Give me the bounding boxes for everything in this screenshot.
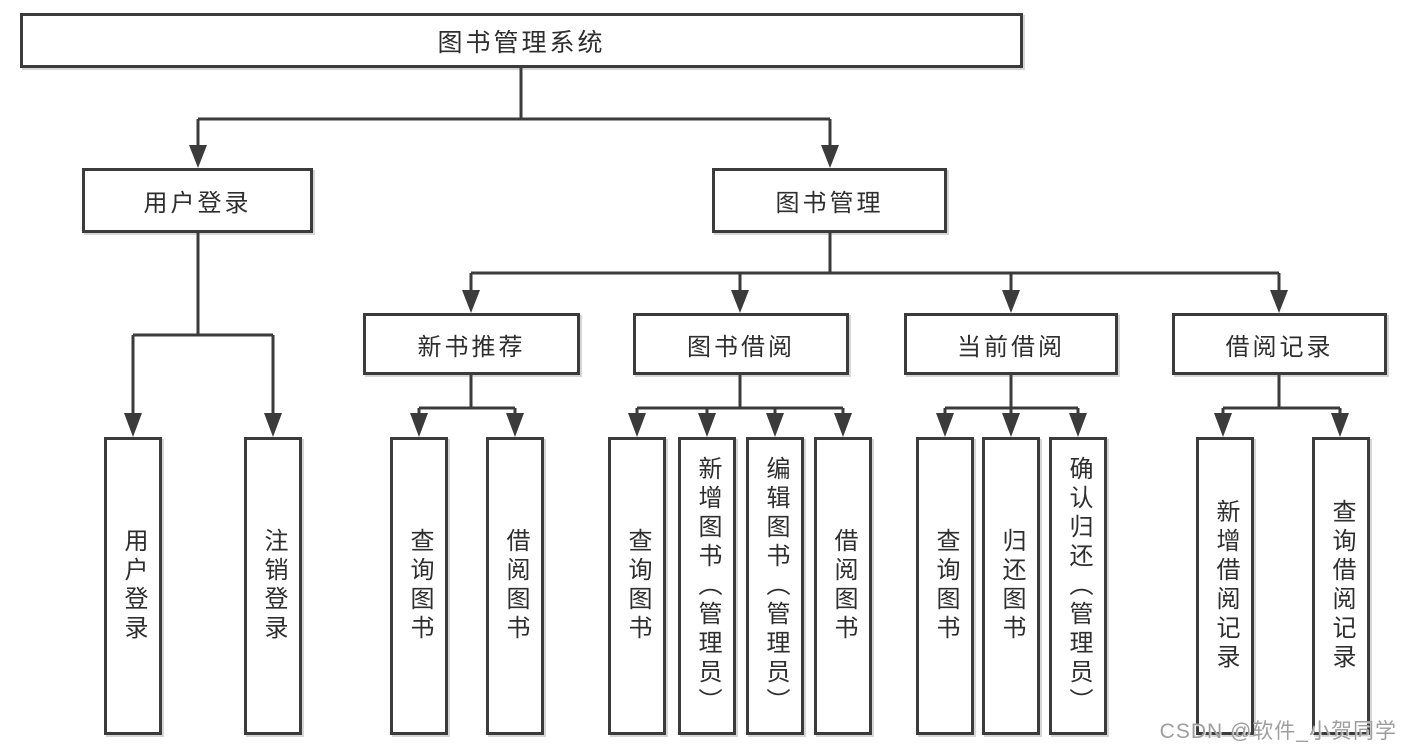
node-borrow-books-1: 借阅图书 [486,437,544,735]
node-query-books-1: 查询图书 [390,437,448,735]
node-query-books-3: 查询图书 [916,437,974,735]
node-edit-book-admin: 编辑图书（管理员） [746,437,804,735]
node-add-borrow-record: 新增借阅记录 [1196,437,1254,735]
csdn-watermark: CSDN @软件_小贺同学 [1159,720,1397,743]
node-book-management-branch: 图书管理 [712,168,947,233]
node-query-books-2: 查询图书 [608,437,666,735]
node-query-borrow-record: 查询借阅记录 [1312,437,1370,735]
node-confirm-return-admin: 确认归还（管理员） [1049,437,1107,735]
arrowhead-icons [124,145,1349,437]
node-root: 图书管理系统 [20,13,1023,68]
node-return-book: 归还图书 [982,437,1040,735]
node-current-borrowing: 当前借阅 [904,313,1118,375]
node-borrowing-records: 借阅记录 [1172,313,1387,375]
node-book-borrowing: 图书借阅 [633,313,849,375]
node-new-book-recommend: 新书推荐 [363,313,580,375]
node-logout: 注销登录 [244,437,302,735]
node-borrow-books-2: 借阅图书 [814,437,872,735]
node-user-login-branch: 用户登录 [82,168,313,233]
node-user-login-leaf: 用户登录 [104,437,162,735]
node-add-book-admin: 新增图书（管理员） [678,437,736,735]
connector-paths [131,68,1342,416]
